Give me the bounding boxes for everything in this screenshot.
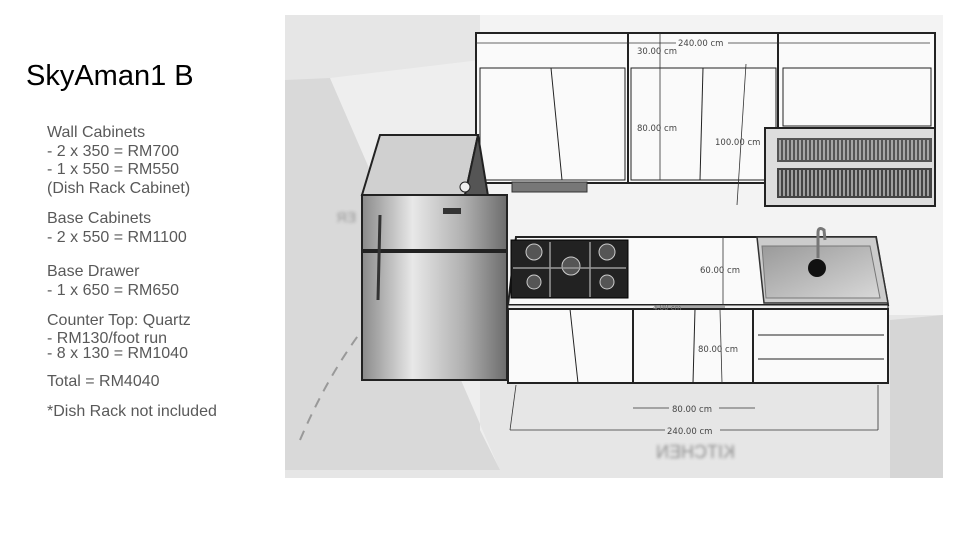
- dim-base-unit-width: 80.00 cm: [672, 405, 712, 415]
- dimension-labels: 240.00 cm 30.00 cm 80.00 cm 100.00 cm 60…: [637, 37, 760, 437]
- section-heading: Base Cabinets: [47, 210, 152, 227]
- section-heading: Base Drawer: [47, 263, 140, 280]
- range-hood: [511, 181, 588, 193]
- wall-cabinets-section: Wall Cabinets - 2 x 350 = RM700 - 1 x 55…: [47, 124, 217, 198]
- sink: [756, 227, 889, 304]
- dim-counter-thickness: 4.00 cm: [653, 304, 682, 312]
- gas-hob: [510, 239, 629, 299]
- price-line: - RM130/foot run: [47, 329, 168, 347]
- dim-wall-to-counter: 100.00 cm: [715, 138, 760, 148]
- floor-label-er: ER: [337, 209, 356, 225]
- dim-bottom-width: 240.00 cm: [667, 427, 712, 437]
- price-line: - 8 x 130 = RM1040: [47, 344, 188, 362]
- kitchen-drawing: ER KITCHEN: [285, 15, 943, 478]
- dim-top-width: 240.00 cm: [678, 39, 723, 49]
- footnote: *Dish Rack not included: [47, 403, 217, 420]
- base-cabinets: [507, 308, 889, 384]
- counter-top-section: Counter Top: Quartz - RM130/foot run - 8…: [47, 312, 217, 361]
- slide-title: SkyAman1 B: [26, 60, 194, 92]
- total-line: Total = RM4040: [47, 372, 160, 390]
- price-line: - 2 x 350 = RM700: [47, 142, 180, 160]
- refrigerator: [360, 134, 517, 381]
- dim-wall-height: 80.00 cm: [637, 124, 677, 134]
- base-cabinets-section: Base Cabinets - 2 x 550 = RM1100: [47, 210, 217, 247]
- kitchen-render: ER KITCHEN: [285, 15, 943, 478]
- price-line: - 1 x 550 = RM550: [47, 161, 180, 178]
- price-notes: Wall Cabinets - 2 x 350 = RM700 - 1 x 55…: [47, 124, 217, 422]
- dim-wall-gap: 30.00 cm: [637, 47, 677, 57]
- floor-label-kitchen: KITCHEN: [656, 442, 735, 462]
- dim-base-height: 80.00 cm: [698, 345, 738, 355]
- base-drawer-section: Base Drawer - 1 x 650 = RM650: [47, 263, 217, 300]
- dish-rack: [777, 138, 932, 198]
- price-line: - 1 x 650 = RM650: [47, 281, 180, 299]
- section-heading: Counter Top: Quartz: [47, 312, 191, 329]
- dim-counter-depth: 60.00 cm: [700, 266, 740, 276]
- section-heading: Wall Cabinets: [47, 124, 146, 141]
- price-line: (Dish Rack Cabinet): [47, 179, 191, 197]
- price-line: - 2 x 550 = RM1100: [47, 228, 187, 246]
